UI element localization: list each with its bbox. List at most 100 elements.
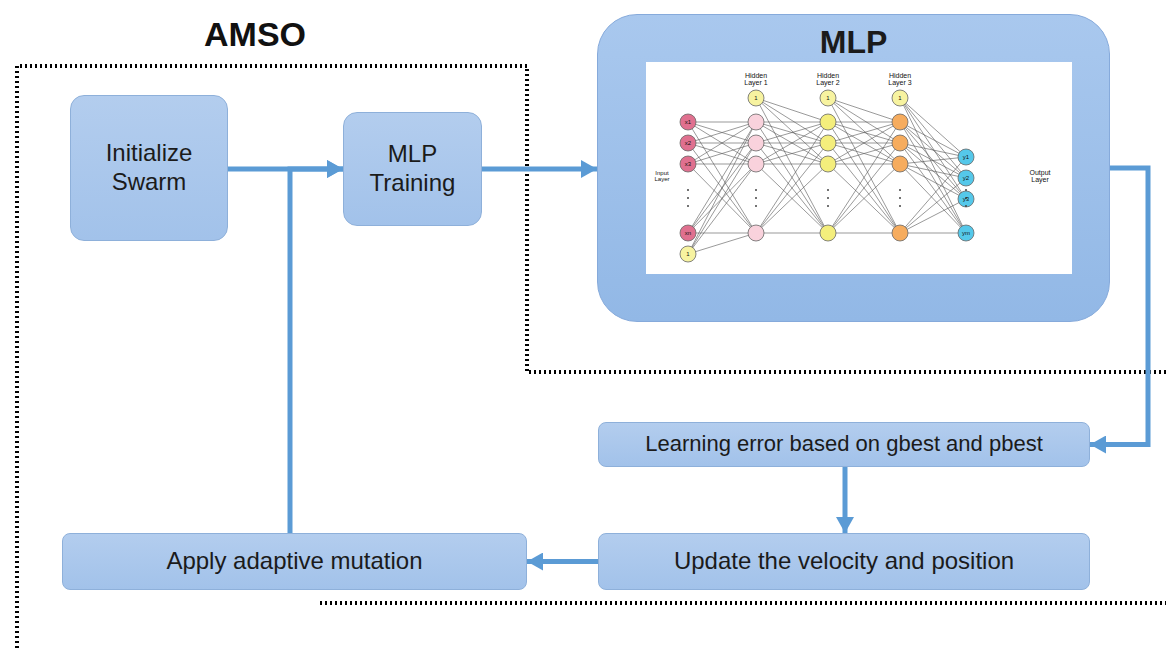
weight-line (688, 122, 756, 164)
neuron (892, 114, 908, 130)
neuron (958, 170, 974, 186)
flow-arrow (843, 467, 848, 533)
weight-line (828, 233, 900, 234)
weight-line (688, 143, 756, 164)
box-label: Update the velocity and position (674, 547, 1014, 576)
weight-line (900, 143, 966, 178)
weight-line (828, 122, 900, 233)
weight-line (900, 98, 966, 233)
network-label: Output Layer (1023, 169, 1057, 184)
weight-line (828, 98, 900, 233)
neuron (820, 114, 836, 130)
neuron (820, 156, 836, 172)
neuron (748, 225, 764, 241)
weight-line (756, 122, 828, 123)
weight-line (756, 233, 828, 234)
neuron (820, 225, 836, 241)
weight-line (756, 98, 828, 143)
network-label: 1 (749, 95, 763, 101)
weight-line (900, 143, 966, 199)
weight-line (756, 122, 828, 164)
ellipsis-dot (687, 205, 689, 207)
weight-line (900, 164, 966, 178)
weight-line (828, 122, 900, 143)
weight-line (688, 122, 756, 254)
neuron (892, 90, 908, 106)
neuron (748, 90, 764, 106)
ellipsis-dot (827, 205, 829, 207)
neuron (748, 135, 764, 151)
ellipsis-dot (827, 189, 829, 191)
weight-line (900, 143, 966, 233)
weight-line (688, 122, 756, 143)
weight-line (828, 143, 900, 164)
weight-line (828, 122, 900, 164)
box-label: MLP Training (351, 140, 474, 198)
network-neurons (680, 90, 974, 262)
weight-line (756, 122, 828, 143)
network-label: y1 (959, 154, 973, 160)
weight-line (828, 122, 900, 123)
ellipsis-dot (965, 205, 967, 207)
weight-line (756, 164, 828, 233)
weight-line (900, 178, 966, 233)
neuron (958, 225, 974, 241)
ellipsis-dot (755, 189, 757, 191)
ellipsis-dot (899, 205, 901, 207)
network-label: Input Layer (651, 170, 673, 183)
weight-line (828, 143, 900, 233)
network-label: 1 (681, 251, 695, 257)
weight-line (828, 143, 900, 233)
neuron (680, 246, 696, 262)
neuron (820, 90, 836, 106)
weight-line (688, 164, 756, 165)
weight-line (900, 199, 966, 233)
weight-line (688, 122, 756, 143)
weight-line (900, 122, 966, 199)
weight-line (756, 122, 828, 143)
network-label: 1 (821, 95, 835, 101)
weight-line (756, 98, 828, 233)
weight-line (688, 143, 756, 164)
weight-line (828, 164, 900, 233)
neuron (958, 191, 974, 207)
weight-line (900, 143, 966, 157)
network-label: x2 (681, 140, 695, 146)
neuron (892, 135, 908, 151)
weight-line (756, 98, 828, 164)
weight-line (828, 164, 900, 233)
weight-line (828, 164, 900, 165)
process-box: Update the velocity and position (598, 533, 1090, 590)
process-box: Apply adaptive mutation (62, 533, 527, 590)
weight-line (756, 122, 828, 164)
weight-line (828, 143, 900, 164)
box-label: MLP (820, 23, 888, 61)
dotted-boundary (320, 601, 1166, 605)
neuron (892, 156, 908, 172)
network-label: x1 (681, 119, 695, 125)
box-label: Initialize Swarm (78, 139, 220, 197)
process-box: Learning error based on gbest and pbest (598, 422, 1090, 467)
neuron (680, 114, 696, 130)
weight-line (900, 164, 966, 233)
network-label: y2 (959, 175, 973, 181)
network-label: y3 (959, 196, 973, 202)
network-label: ym (959, 230, 973, 236)
neuron (748, 114, 764, 130)
weight-line (900, 157, 966, 164)
weight-line (688, 164, 756, 254)
network-label: 1 (893, 95, 907, 101)
region-title: AMSO (175, 17, 335, 53)
network-label: xn (681, 230, 695, 236)
weight-line (756, 164, 828, 233)
weight-line (756, 164, 828, 165)
flow-arrow (482, 167, 597, 172)
weight-line (688, 143, 756, 254)
weight-line (688, 122, 756, 123)
box-label: Learning error based on gbest and pbest (645, 431, 1043, 457)
network-label: Hidden Layer 1 (738, 72, 774, 87)
ellipsis-dot (827, 197, 829, 199)
ellipsis-dot (755, 197, 757, 199)
weight-line (756, 143, 828, 233)
